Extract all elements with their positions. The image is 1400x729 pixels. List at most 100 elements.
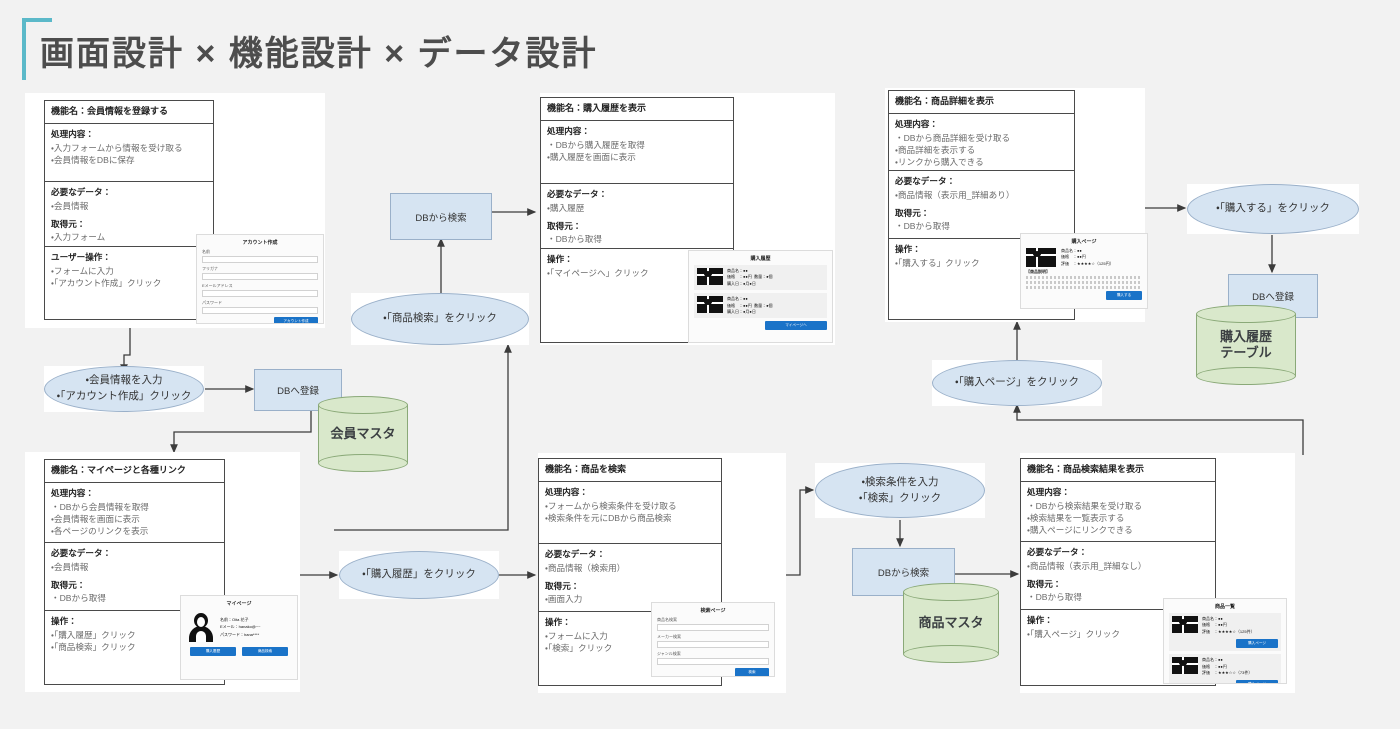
- item-name: 商品名：●●: [1202, 657, 1223, 663]
- item-qty: 数量：●個: [754, 302, 773, 308]
- history-button[interactable]: 購入履歴: [190, 647, 236, 656]
- purchase-page-button[interactable]: 購入ページ: [1236, 680, 1278, 683]
- card-section-data: 必要なデータ： ・会員情報 取得元： ・DBから取得: [45, 543, 224, 612]
- action-line-2: ・「検索」クリック: [858, 491, 942, 504]
- item-date: 購入日：●月●日: [727, 308, 756, 314]
- card-section-data: 必要なデータ： ・商品情報（表示用_詳細あり） 取得元： ・DBから取得: [889, 171, 1074, 240]
- item-rating: 評価 ：★★★★☆（125件）: [1202, 628, 1255, 634]
- item-price: 価格 ：●●円: [1202, 622, 1227, 628]
- card-section-action: ユーザー操作： ・フォームに入力 ・「アカウント作成」クリック: [51, 252, 162, 288]
- card-section-data: 必要なデータ： ・商品情報（表示用_詳細なし） 取得元： ・DBから取得: [1021, 542, 1215, 611]
- card-section-process: 処理内容： ・DBから商品詳細を受け取る ・商品詳細を表示する ・リンクから購入…: [889, 114, 1074, 172]
- cylinder-top: [318, 396, 408, 414]
- item-qty: 数量：●個: [754, 274, 773, 280]
- cylinder-body: [903, 592, 999, 654]
- buy-button[interactable]: 購入する: [1106, 291, 1142, 301]
- input-furigana[interactable]: [202, 273, 318, 280]
- action-node-search-condition[interactable]: ・検索条件を入力 ・「検索」クリック: [815, 463, 985, 518]
- description-placeholder-line: [1026, 286, 1142, 290]
- cylinder-bottom: [318, 454, 408, 472]
- item-rating: 評価 ：★★★★☆（125円）: [1061, 260, 1114, 266]
- mockup-title: 商品一覧: [1214, 604, 1235, 610]
- process-label: DBから検索: [390, 193, 492, 240]
- action-node-click-purchase-page[interactable]: ・「購入ページ」をクリック: [932, 360, 1102, 406]
- mockup-account-create: アカウント作成 名前 フリガナ Eメールアドレス パスワード アカウント作成: [196, 234, 324, 324]
- product-thumbnail-icon: [1172, 657, 1198, 675]
- purchase-page-button[interactable]: 購入ページ: [1236, 639, 1278, 649]
- list-item[interactable]: 商品名：●● 価格 ：●●円 数量：●個 購入日：●月●日: [694, 265, 827, 291]
- process-node-db-query-history[interactable]: DBから検索: [390, 193, 492, 240]
- action-node-click-search-product[interactable]: ・「商品検索」をクリック: [351, 293, 529, 345]
- card-section-process: 処理内容： ・DBから購入履歴を取得 ・購入履歴を画面に表示: [541, 121, 733, 185]
- card-section-data: 必要なデータ： ・会員情報 取得元： ・入力フォーム: [45, 182, 213, 248]
- submit-button[interactable]: アカウント作成: [274, 317, 318, 323]
- input-password[interactable]: [202, 307, 318, 314]
- description-placeholder-line: [1026, 281, 1142, 285]
- action-line-2: ・「アカウント作成」クリック: [56, 390, 192, 402]
- card-title: 機能名：商品検索結果を表示: [1021, 459, 1215, 483]
- cylinder-top: [903, 583, 999, 601]
- card-section-action: 操作： ・「マイページへ」クリック: [547, 254, 649, 278]
- datastore-label: 商品マスタ: [918, 614, 984, 630]
- action-line-1: ・会員情報を入力: [85, 374, 163, 387]
- mockup-title: 購入履歴: [750, 256, 771, 262]
- item-price: 価格 ：●●円: [727, 302, 752, 308]
- datastore-label: 会員マスタ: [330, 425, 396, 441]
- cylinder-body: [1196, 314, 1296, 376]
- mypage-button[interactable]: マイページへ: [765, 321, 827, 331]
- mockup-title: 検索ページ: [700, 608, 726, 614]
- datastore-label-line-2: テーブル: [1220, 345, 1272, 360]
- card-section-action: 操作： ・「購入ページ」クリック: [1027, 615, 1120, 639]
- input-name[interactable]: [202, 256, 318, 263]
- card-title: 機能名：商品詳細を表示: [889, 91, 1074, 115]
- field-label-genre: ジャンル検索: [657, 651, 681, 656]
- action-node-register-input[interactable]: ・会員情報を入力 ・「アカウント作成」クリック: [44, 366, 204, 412]
- action-line-1: ・「購入履歴」をクリック: [362, 568, 476, 581]
- description-label: 【商品説明】: [1026, 269, 1050, 275]
- item-price: 価格 ：●●円: [1202, 663, 1227, 669]
- datastore-label-line-1: 購入履歴: [1219, 328, 1272, 344]
- input-maker[interactable]: [657, 641, 769, 648]
- cylinder-bottom: [1196, 367, 1296, 385]
- title-bracket-decoration: [22, 18, 52, 80]
- card-section-data: 必要なデータ： ・購入履歴 取得元： ・DBから取得: [541, 184, 733, 250]
- product-thumbnail-icon: [1172, 616, 1198, 633]
- item-date: 購入日：●月●日: [727, 280, 756, 286]
- card-section-action: 操作： ・「購入する」クリック: [895, 244, 980, 268]
- product-thumbnail-icon: [697, 268, 723, 285]
- spec-card-register-member: 機能名：会員情報を登録する 処理内容： ・入力フォームから情報を受け取る ・会員…: [44, 100, 214, 320]
- item-name: 商品名：●●: [727, 268, 748, 273]
- card-title: 機能名：マイページと各種リンク: [45, 460, 224, 484]
- card-section-action: 操作： ・「購入履歴」クリック ・「商品検索」クリック: [51, 616, 136, 652]
- card-title: 機能名：商品を検索: [539, 459, 721, 483]
- page-title: 画面設計 × 機能設計 × データ設計: [40, 35, 598, 73]
- search-button[interactable]: 商品検索: [242, 647, 288, 656]
- description-placeholder-line: [1026, 276, 1142, 280]
- list-item[interactable]: 商品名：●● 価格 ：●●円 評価 ：★★★★☆（125件） 購入ページ: [1169, 613, 1281, 652]
- item-name: 商品名：●●: [1202, 616, 1223, 621]
- datastore-product-master: 商品マスタ: [903, 583, 999, 663]
- input-email[interactable]: [202, 290, 318, 297]
- list-item[interactable]: 商品名：●● 価格 ：●●円 数量：●個 購入日：●月●日: [694, 293, 827, 319]
- action-node-click-buy[interactable]: ・「購入する」をクリック: [1187, 184, 1359, 234]
- mockup-mypage: マイページ 名前：Oita 花子 Eメール：hanako@~~ パスワード：ha…: [180, 595, 298, 680]
- action-line-1: ・検索条件を入力: [861, 475, 939, 488]
- mockup-title: アカウント作成: [242, 240, 278, 246]
- item-price: 価格 ：●●円: [1061, 254, 1086, 260]
- action-node-click-history[interactable]: ・「購入履歴」をクリック: [339, 551, 499, 599]
- list-item[interactable]: 商品名：●● 価格 ：●●円 評価 ：★★★☆☆（73件） 購入ページ: [1169, 654, 1281, 683]
- input-genre[interactable]: [657, 658, 769, 665]
- datastore-label: 購入履歴 テーブル: [1196, 305, 1296, 385]
- action-line-1: ・「購入ページ」をクリック: [954, 376, 1080, 389]
- item-name: 商品名：●●: [727, 296, 748, 302]
- mockup-purchase-page: 購入ページ 商品名：●● 価格 ：●●円 評価 ：★★★★☆（125円） 【商品…: [1020, 233, 1148, 309]
- card-section-process: 処理内容： ・フォームから検索条件を受け取る ・検索条件を元にDBから商品検索: [539, 482, 721, 545]
- action-line-1: ・「商品検索」をクリック: [383, 312, 497, 325]
- search-submit-button[interactable]: 検索: [735, 668, 769, 676]
- card-section-data: 必要なデータ： ・商品情報（検索用） 取得元： ・画面入力: [539, 544, 721, 613]
- input-product-name[interactable]: [657, 624, 769, 631]
- field-label-name: 名前: [202, 249, 210, 254]
- action-line-1: ・「購入する」をクリック: [1216, 202, 1330, 215]
- user-email: Eメール：hanako@~~: [220, 624, 261, 630]
- avatar: [188, 612, 214, 642]
